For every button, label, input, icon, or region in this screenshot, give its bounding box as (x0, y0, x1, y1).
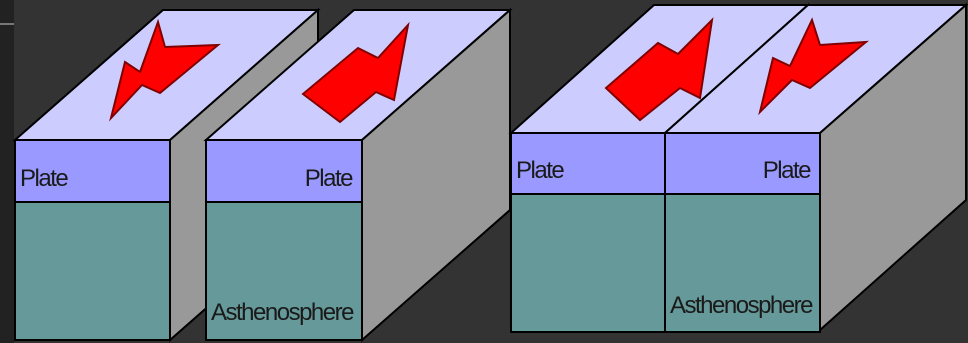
left-diagram-block-2: Plate Asthenosphere (203, 7, 513, 343)
left-block-1-plate-layer (14, 139, 171, 203)
left-block-2-plate-layer (205, 139, 363, 203)
left-block-1-plate-label: Plate (20, 165, 68, 192)
left-diagram: Plate Plate Asthenosphere (12, 7, 513, 343)
right-diagram-block-2: Plate Asthenosphere (662, 2, 968, 333)
right-block-2-asthenosphere-layer (664, 193, 821, 333)
left-block-2-asthenosphere-label: Asthenosphere (211, 299, 354, 326)
right-block-1-asthenosphere-layer (510, 193, 666, 333)
right-block-2-plate-layer (664, 132, 821, 195)
left-edge-strip (0, 0, 14, 343)
right-block-2-plate-label: Plate (763, 157, 811, 184)
right-diagram: Plate Plate Asthenosphere (508, 2, 968, 333)
left-block-1-asthenosphere-layer (14, 201, 171, 341)
right-block-2-asthenosphere-label: Asthenosphere (670, 292, 813, 319)
left-block-2-arrow-icon (301, 21, 410, 124)
left-block-1-arrow-icon (109, 18, 221, 122)
right-block-1-plate-label: Plate (516, 157, 564, 184)
right-block-1-plate-layer (510, 132, 666, 195)
right-block-1-arrow-icon (604, 17, 714, 122)
left-block-2-asthenosphere-layer (205, 201, 363, 341)
right-block-2-arrow-icon (758, 17, 870, 116)
left-block-2-plate-label: Plate (305, 165, 353, 192)
